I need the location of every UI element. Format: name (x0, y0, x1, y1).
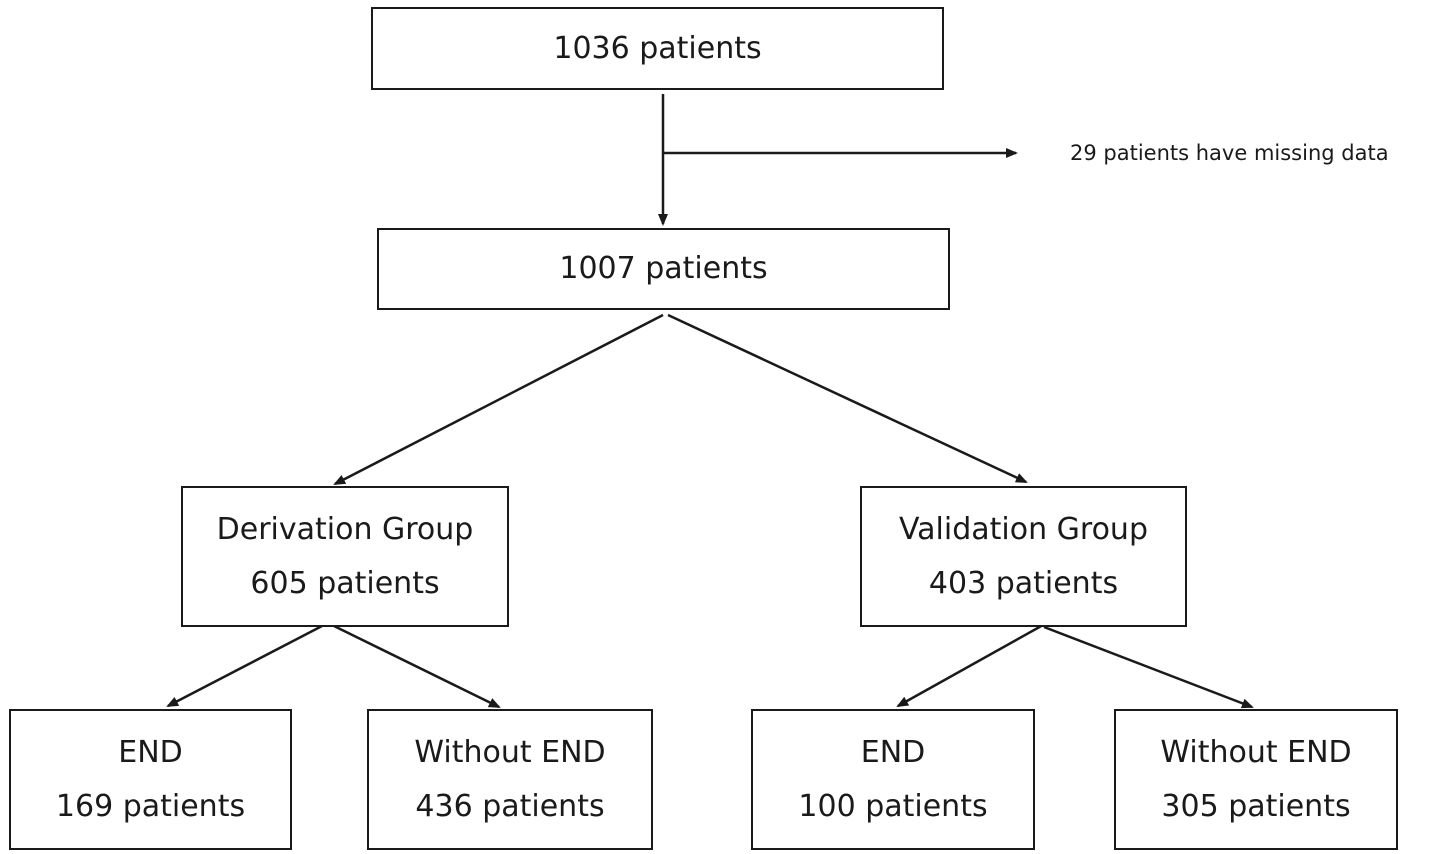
arrow-analyzed-to-validation (667, 313, 1028, 484)
derivation-group-count: 605 patients (250, 565, 440, 601)
validation-without-end-box: Without END 305 patients (1114, 709, 1398, 850)
arrow-validation-to-without-end (1043, 625, 1254, 709)
derivation-end-label: END (118, 734, 183, 770)
arrow-derivation-to-without-end (333, 624, 501, 709)
arrow-analyzed-to-derivation (333, 313, 664, 486)
total-patients-count: 1036 patients (553, 30, 762, 66)
derivation-end-count: 169 patients (55, 788, 246, 824)
analyzed-patients-box: 1007 patients (377, 228, 950, 310)
missing-data-note: 29 patients have missing data (1070, 141, 1389, 165)
derivation-without-end-box: Without END 436 patients (367, 709, 653, 850)
total-patients-box: 1036 patients (371, 7, 944, 90)
derivation-end-box: END 169 patients (9, 709, 292, 850)
derivation-without-end-label: Without END (414, 734, 606, 770)
analyzed-patients-count: 1007 patients (559, 251, 768, 286)
validation-group-label: Validation Group (898, 511, 1148, 547)
validation-end-count: 100 patients (798, 788, 988, 824)
arrow-derivation-to-end (166, 624, 323, 708)
validation-without-end-label: Without END (1160, 734, 1352, 770)
derivation-without-end-count: 436 patients (415, 788, 605, 824)
validation-end-label: END (860, 734, 926, 770)
derivation-group-label: Derivation Group (216, 511, 474, 547)
arrow-validation-to-end (896, 618, 1053, 708)
validation-group-box: Validation Group 403 patients (860, 486, 1187, 627)
validation-end-box: END 100 patients (751, 709, 1035, 850)
validation-without-end-count: 305 patients (1161, 788, 1351, 824)
derivation-group-box: Derivation Group 605 patients (181, 486, 509, 627)
validation-group-count: 403 patients (928, 565, 1119, 601)
